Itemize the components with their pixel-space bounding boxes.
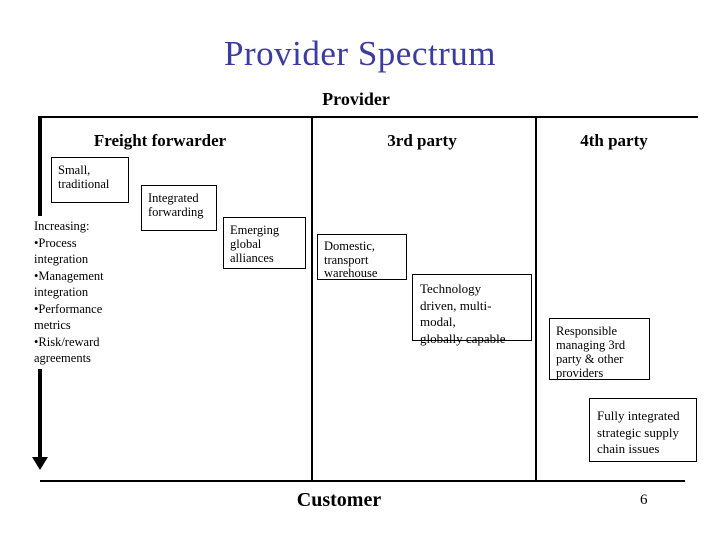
- provider-axis-line: [38, 116, 698, 118]
- page-number: 6: [640, 492, 648, 508]
- column-divider-2: [535, 116, 537, 482]
- increasing-item: Process integration: [34, 235, 130, 268]
- column-divider-1: [311, 116, 313, 482]
- customer-axis-label: Customer: [296, 489, 382, 511]
- stage-box-integrated-forwarding: Integrated forwarding: [141, 185, 217, 231]
- increasing-heading: Increasing:: [34, 219, 90, 233]
- column-header-freight-forwarder: Freight forwarder: [93, 131, 227, 150]
- increasing-list: Increasing: Process integration Manageme…: [30, 216, 130, 369]
- increasing-item: Performance metrics: [34, 301, 130, 334]
- stage-box-domestic-transport-warehouse: Domestic, transport warehouse: [317, 234, 407, 280]
- stage-box-technology-driven: Technology driven, multi- modal, globall…: [412, 274, 532, 346]
- increasing-arrow-head-icon: [32, 457, 48, 470]
- stage-box-small-traditional: Small, traditional: [51, 157, 129, 203]
- column-header-3rd-party: 3rd party: [387, 131, 457, 150]
- increasing-item: Risk/reward agreements: [34, 334, 130, 367]
- provider-axis-label: Provider: [322, 89, 390, 109]
- column-header-4th-party: 4th party: [580, 131, 648, 150]
- customer-axis-line: [40, 480, 685, 482]
- stage-box-emerging-global-alliances: Emerging global alliances: [223, 217, 306, 269]
- stage-box-fully-integrated: Fully integrated strategic supply chain …: [589, 398, 697, 462]
- increasing-item: Management integration: [34, 268, 130, 301]
- stage-box-responsible-managing: Responsible managing 3rd party & other p…: [549, 318, 650, 380]
- slide-title: Provider Spectrum: [224, 34, 496, 73]
